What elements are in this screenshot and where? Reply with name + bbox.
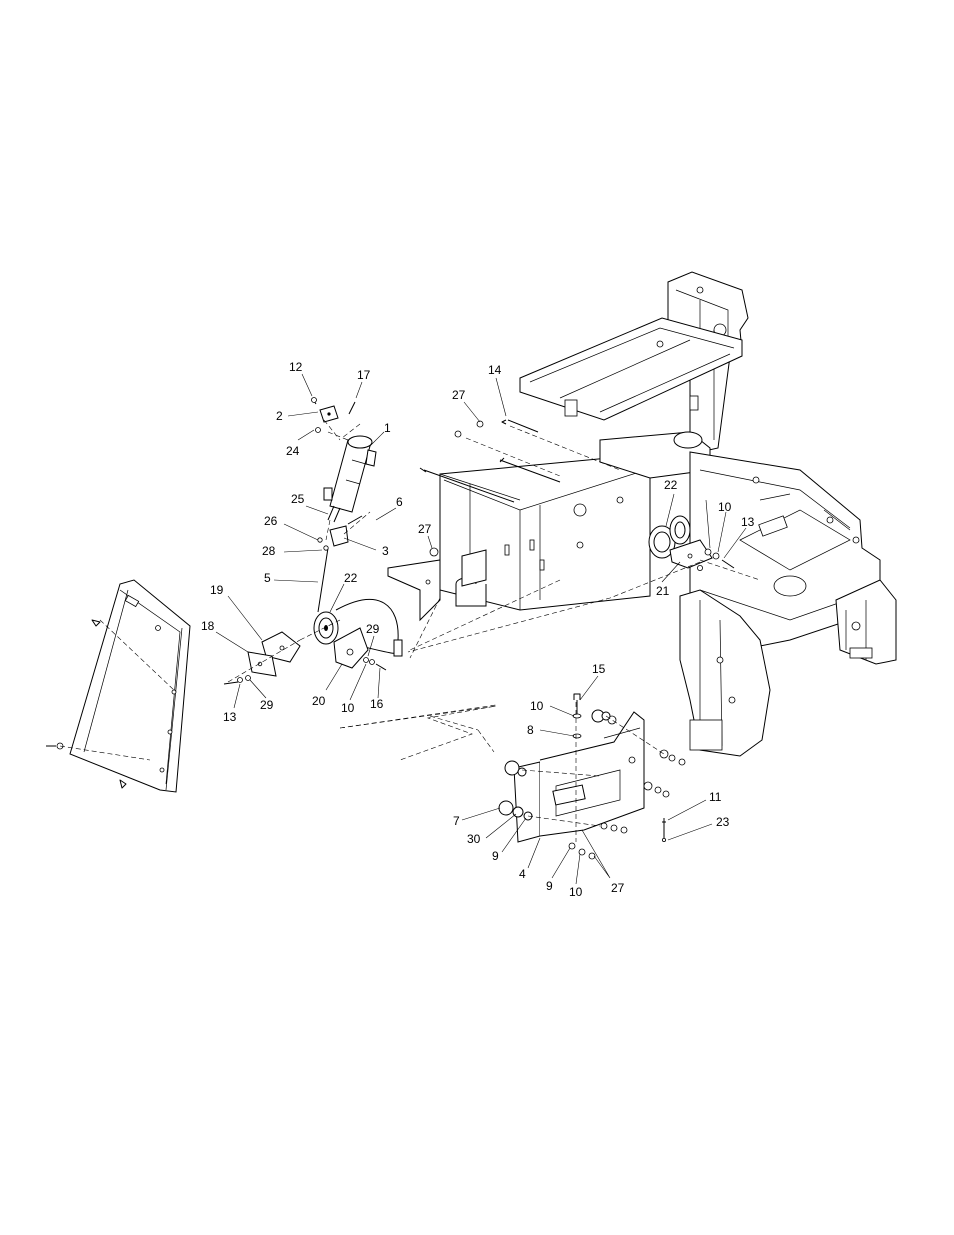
callout-16: 16 [370,697,384,711]
callout-24: 24 [286,444,300,458]
callout-27-top: 27 [452,388,466,402]
callout-13-left: 13 [223,710,237,724]
callout-28: 28 [262,544,276,558]
callout-17: 17 [357,368,371,382]
assembly-lines [59,419,761,842]
callout-3: 3 [382,544,389,558]
callout-29-left: 29 [366,622,380,636]
callout-8: 8 [527,723,534,737]
callout-21: 21 [656,584,670,598]
callout-20: 20 [312,694,326,708]
callout-19: 19 [210,583,224,597]
callout-10-bottom: 10 [569,885,583,899]
callout-22-left: 22 [344,571,358,585]
callout-25: 25 [291,492,305,506]
callout-27-mid: 27 [418,522,432,536]
callout-9-left: 9 [492,849,499,863]
callout-10-left: 10 [341,701,355,715]
callout-22-right: 22 [664,478,678,492]
callout-29-lower: 29 [260,698,274,712]
callout-18: 18 [201,619,215,633]
callout-14: 14 [488,363,502,377]
main-frame [439,271,897,757]
cable-pulley-assembly [247,515,403,677]
side-panel [46,579,191,793]
callout-23: 23 [716,815,730,829]
callout-7: 7 [453,814,460,828]
callout-10-right: 10 [718,500,732,514]
callout-15: 15 [592,662,606,676]
callout-6: 6 [396,495,403,509]
callout-10-mid: 10 [530,699,544,713]
lower-bracket [513,711,645,843]
actuator-assembly [311,397,377,523]
callout-12: 12 [289,360,303,374]
callout-labels: 12 17 2 24 1 25 6 26 3 28 5 22 19 18 29 … [201,360,755,899]
drive-pulleys [648,515,713,569]
callout-2: 2 [276,409,283,423]
callout-11: 11 [709,790,722,804]
callout-13-right: 13 [741,515,755,529]
callout-5: 5 [264,571,271,585]
hardware [223,419,735,860]
callout-1: 1 [384,421,391,435]
callout-27-bottom: 27 [611,881,625,895]
callout-9-bottom: 9 [546,879,553,893]
callout-4: 4 [519,867,526,881]
callout-26: 26 [264,514,278,528]
callout-30: 30 [467,832,481,846]
leader-lines [215,373,747,885]
